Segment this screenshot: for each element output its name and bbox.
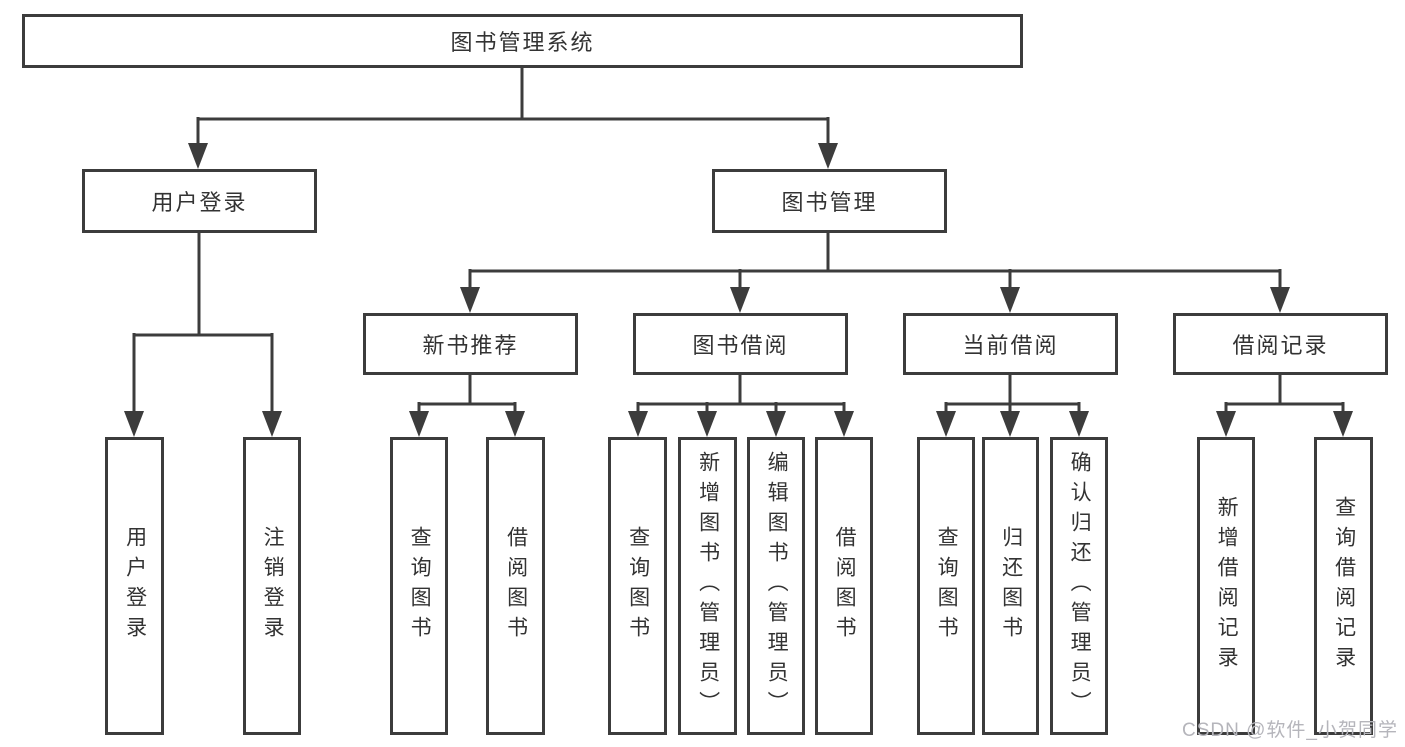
node-label: 借阅图书	[504, 526, 528, 646]
node-book-borrowing: 图书借阅	[633, 313, 848, 375]
arrowhead	[628, 411, 648, 437]
node-label: 用户登录	[123, 526, 147, 646]
arrowhead	[409, 411, 429, 437]
node-new-book-recommendation: 新书推荐	[363, 313, 578, 375]
arrowhead	[766, 411, 786, 437]
arrowhead	[505, 411, 525, 437]
leaf-return-books: 归还图书	[982, 437, 1039, 735]
node-label: 借阅图书	[833, 526, 857, 646]
arrowhead	[124, 411, 144, 437]
arrowhead	[1000, 411, 1020, 437]
arrowhead	[1000, 287, 1020, 313]
connector-group-book-management	[460, 233, 1290, 313]
arrowhead	[262, 411, 282, 437]
node-label: 查询图书	[626, 526, 650, 646]
node-book-management: 图书管理	[712, 169, 947, 233]
node-borrowing-records: 借阅记录	[1173, 313, 1388, 375]
connector-group-user-login	[124, 233, 282, 437]
arrowhead	[818, 143, 838, 169]
leaf-user-login: 用户登录	[105, 437, 164, 735]
node-label: 查询借阅记录	[1332, 496, 1356, 676]
node-label: 新增图书（管理员）	[696, 451, 720, 721]
node-label: 确认归还（管理员）	[1068, 451, 1092, 721]
leaf-edit-books-admin: 编辑图书（管理员）	[747, 437, 805, 735]
arrowhead	[834, 411, 854, 437]
leaf-query-books-current: 查询图书	[917, 437, 975, 735]
node-library-management-system: 图书管理系统	[22, 14, 1023, 68]
node-label: 图书借阅	[692, 333, 789, 358]
arrowhead	[1069, 411, 1089, 437]
arrowhead	[697, 411, 717, 437]
node-label: 编辑图书（管理员）	[765, 451, 789, 721]
leaf-query-books-borrowing: 查询图书	[608, 437, 667, 735]
node-label: 查询图书	[408, 526, 432, 646]
arrowhead	[1333, 411, 1353, 437]
connector-group-book-borrowing	[628, 375, 854, 437]
node-label: 图书管理	[781, 190, 878, 215]
connector-group-current-borrowing	[936, 375, 1089, 437]
connector-group-borrowing-records	[1216, 375, 1353, 437]
arrowhead	[1216, 411, 1236, 437]
node-label: 图书管理系统	[450, 30, 595, 55]
arrowhead	[460, 287, 480, 313]
node-label: 查询图书	[935, 526, 959, 646]
arrowhead	[730, 287, 750, 313]
connector-group-root	[188, 68, 838, 169]
arrowhead	[936, 411, 956, 437]
leaf-logout-login: 注销登录	[243, 437, 301, 735]
node-label: 归还图书	[999, 526, 1023, 646]
node-label: 新增借阅记录	[1215, 496, 1239, 676]
leaf-borrow-books: 借阅图书	[815, 437, 873, 735]
node-label: 新书推荐	[422, 333, 519, 358]
leaf-add-books-admin: 新增图书（管理员）	[678, 437, 737, 735]
leaf-confirm-return-admin: 确认归还（管理员）	[1050, 437, 1108, 735]
node-user-login: 用户登录	[82, 169, 317, 233]
node-label: 当前借阅	[962, 333, 1059, 358]
connector-group-new-book-recommendation	[409, 375, 525, 437]
csdn-watermark: CSDN @软件_小贺同学	[1182, 720, 1398, 741]
leaf-query-borrow-record: 查询借阅记录	[1314, 437, 1373, 735]
leaf-borrow-books-recommendation: 借阅图书	[486, 437, 545, 735]
node-label: 用户登录	[151, 190, 248, 215]
node-label: 注销登录	[261, 526, 285, 646]
leaf-add-borrow-record: 新增借阅记录	[1197, 437, 1255, 735]
leaf-query-books-recommendation: 查询图书	[390, 437, 448, 735]
arrowhead	[188, 143, 208, 169]
arrowhead	[1270, 287, 1290, 313]
node-label: 借阅记录	[1232, 333, 1329, 358]
node-current-borrowing: 当前借阅	[903, 313, 1118, 375]
